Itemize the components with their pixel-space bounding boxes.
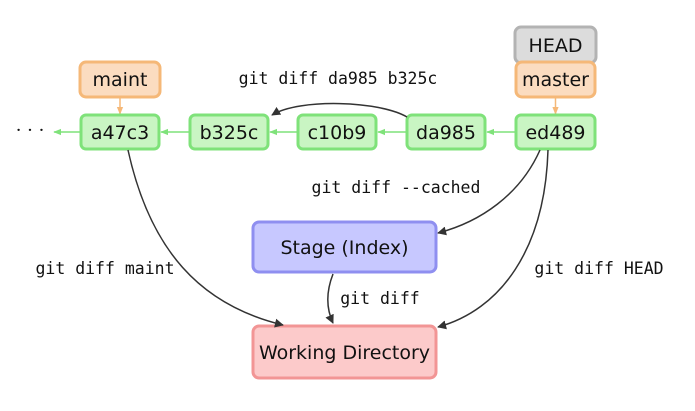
commit-da985: da985 (405, 113, 487, 151)
master-ref: master (514, 60, 597, 99)
maint-ref: maint (78, 60, 162, 99)
stage-index-box: Stage (Index) (251, 220, 438, 274)
commit-b325c: b325c (188, 113, 270, 151)
commit-c10b9-label: c10b9 (308, 122, 367, 144)
commit-a47c3-label: a47c3 (91, 122, 149, 144)
head-ref-label: HEAD (529, 35, 583, 57)
maint-ref-label: maint (93, 69, 148, 91)
diff-head-arrow (437, 149, 549, 330)
history-ellipsis: · · · (16, 120, 45, 141)
diff-cached-label: git diff --cached (312, 178, 481, 197)
head-ref: HEAD (513, 25, 598, 65)
diff-commits-label: git diff da985 b325c (239, 69, 438, 88)
diff-commits-arrow (271, 102, 408, 118)
commit-a47c3: a47c3 (79, 113, 161, 151)
diff-head-label: git diff HEAD (534, 259, 663, 278)
working-directory-label: Working Directory (259, 342, 430, 364)
working-directory-box: Working Directory (251, 324, 438, 380)
diff-maint-label: git diff maint (35, 259, 174, 278)
diff-maint-arrow (127, 149, 284, 328)
diff-cached-arrow (437, 149, 541, 236)
commit-ed489-label: ed489 (525, 122, 585, 144)
commit-ed489: ed489 (514, 113, 597, 151)
commit-b325c-label: b325c (200, 122, 259, 144)
master-ref-label: master (522, 69, 589, 91)
commit-da985-label: da985 (416, 122, 476, 144)
stage-index-label: Stage (Index) (280, 237, 408, 259)
commit-c10b9: c10b9 (296, 113, 378, 151)
diff-plain-arrow (325, 273, 334, 324)
diff-plain-label: git diff (340, 289, 419, 308)
